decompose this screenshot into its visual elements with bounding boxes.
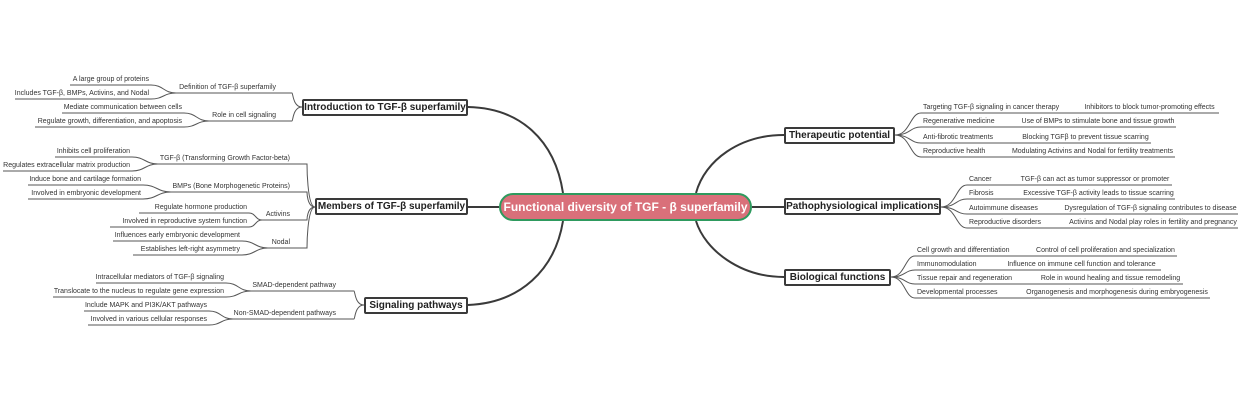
right-line-37	[940, 206, 1238, 229]
subtopic-line-6	[176, 92, 303, 108]
topic-introduction[interactable]: Introduction to TGF-β superfamily	[302, 99, 468, 116]
branch-line-0	[467, 106, 564, 194]
leaf-proliferation-control: Control of cell proliferation and specia…	[1036, 247, 1175, 254]
leaf-line-18	[55, 156, 159, 165]
right-line-33	[894, 134, 1175, 158]
topic-therapeutic-potential[interactable]: Therapeutic potential	[784, 127, 895, 144]
subtopic-definition[interactable]: Definition of TGF-β superfamily	[179, 84, 276, 91]
leaf-modulating-activins: Modulating Activins and Nodal for fertil…	[1011, 148, 1174, 155]
central-topic[interactable]: Functional diversity of TGF - β superfam…	[499, 193, 752, 221]
leaf-inhibits-proliferation: Inhibits cell proliferation	[56, 148, 130, 155]
leaf-intracellular-mediators: Intracellular mediators of TGF-β signali…	[95, 274, 224, 281]
leaf-blocking-tgfb: Blocking TGFβ to prevent tissue scarring	[1022, 134, 1149, 141]
leaf-embryonic-development: Involved in embryonic development	[31, 190, 141, 197]
leaf-early-embryonic: Influences early embryonic development	[114, 232, 240, 239]
subtopic-tissue-repair[interactable]: Tissue repair and regeneration	[917, 275, 1013, 282]
subtopic-bmps[interactable]: BMPs (Bone Morphogenetic Proteins)	[172, 183, 291, 190]
right-line-41	[890, 276, 1210, 299]
leaf-line-28	[84, 310, 234, 320]
leaf-line-26	[96, 282, 252, 292]
leaf-includes-members: Includes TGF-β, BMPs, Activins, and Noda…	[14, 90, 149, 97]
leaf-line-29	[88, 318, 234, 326]
leaf-dysregulation: Dysregulation of TGF-β signaling contrib…	[1064, 205, 1237, 212]
leaf-line-24	[113, 240, 269, 249]
leaf-use-bmps: Use of BMPs to stimulate bone and tissue…	[1021, 118, 1175, 125]
subtopic-line-8	[158, 163, 316, 208]
leaf-line-21	[28, 191, 172, 200]
leaf-extracellular-matrix: Regulates extracellular matrix productio…	[3, 162, 130, 169]
subtopic-anti-fibrotic[interactable]: Anti-fibrotic treatments	[923, 134, 994, 141]
subtopic-line-10	[262, 206, 316, 221]
subtopic-cancer[interactable]: Cancer	[969, 176, 992, 183]
subtopic-line-9	[171, 191, 316, 208]
subtopic-immunomodulation[interactable]: Immunomodulation	[917, 261, 977, 268]
subtopic-cancer-therapy[interactable]: Targeting TGF-β signaling in cancer ther…	[923, 104, 1060, 111]
subtopic-role-cell-signaling[interactable]: Role in cell signaling	[212, 112, 276, 119]
leaf-line-25	[133, 247, 269, 256]
leaf-immune-tolerance: Influence on immune cell function and to…	[1007, 261, 1156, 268]
topic-signaling-pathways[interactable]: Signaling pathways	[364, 297, 468, 314]
subtopic-autoimmune[interactable]: Autoimmune diseases	[969, 205, 1038, 212]
branch-line-3	[695, 134, 785, 194]
topic-pathophysiological-implications[interactable]: Pathophysiological implications	[784, 198, 941, 215]
branch-line-5	[695, 220, 785, 278]
leaf-translocate-nucleus: Translocate to the nucleus to regulate g…	[53, 288, 224, 295]
leaf-excessive-activity: Excessive TGF-β activity leads to tissue…	[1023, 190, 1174, 197]
leaf-line-23	[110, 219, 263, 228]
leaf-mapk-pi3k: Include MAPK and PI3K/AKT pathways	[84, 302, 207, 309]
subtopic-reproductive-health[interactable]: Reproductive health	[923, 148, 986, 155]
subtopic-fibrosis[interactable]: Fibrosis	[969, 190, 994, 197]
subtopic-line-11	[268, 206, 316, 249]
leaf-fertility-pregnancy: Activins and Nodal play roles in fertili…	[1069, 219, 1237, 226]
leaf-line-14	[70, 84, 177, 94]
subtopic-activins[interactable]: Activins	[265, 211, 290, 218]
subtopic-line-12	[251, 290, 365, 306]
leaf-line-20	[28, 184, 172, 193]
subtopic-regenerative-medicine[interactable]: Regenerative medicine	[923, 118, 995, 125]
subtopic-developmental[interactable]: Developmental processes	[917, 289, 998, 296]
leaf-regulate-growth: Regulate growth, differentiation, and ap…	[37, 118, 182, 125]
branch-line-2	[467, 220, 564, 306]
leaf-line-17	[35, 120, 210, 128]
leaf-line-15	[15, 92, 177, 100]
leaf-line-16	[62, 112, 210, 122]
leaf-wound-healing: Role in wound healing and tissue remodel…	[1040, 275, 1181, 282]
topic-biological-functions[interactable]: Biological functions	[784, 269, 891, 286]
leaf-reproductive-function: Involved in reproductive system function	[122, 218, 247, 225]
leaf-inhibitors: Inhibitors to block tumor-promoting effe…	[1084, 104, 1215, 111]
leaf-organogenesis: Organogenesis and morphogenesis during e…	[1026, 289, 1208, 296]
right-line-39	[890, 269, 1161, 278]
leaf-left-right-asymmetry: Establishes left-right asymmetry	[140, 246, 240, 253]
leaf-tumor-suppressor: TGF-β can act as tumor suppressor or pro…	[1020, 176, 1170, 183]
subtopic-tgf-beta[interactable]: TGF-β (Transforming Growth Factor-beta)	[159, 155, 290, 162]
leaf-cellular-responses: Involved in various cellular responses	[90, 316, 207, 323]
subtopic-cell-growth[interactable]: Cell growth and differentiation	[917, 247, 1010, 254]
topic-members[interactable]: Members of TGF-β superfamily	[315, 198, 468, 215]
leaf-hormone-production: Regulate hormone production	[154, 204, 247, 211]
right-line-35	[940, 198, 1175, 208]
right-line-31	[894, 126, 1176, 136]
subtopic-line-13	[233, 304, 365, 320]
leaf-bone-cartilage: Induce bone and cartilage formation	[29, 176, 141, 183]
leaf-large-group: A large group of proteins	[72, 76, 149, 83]
leaf-line-27	[53, 290, 252, 298]
subtopic-reproductive-disorders[interactable]: Reproductive disorders	[969, 219, 1041, 226]
leaf-mediate-communication: Mediate communication between cells	[63, 104, 182, 111]
subtopic-nodal[interactable]: Nodal	[271, 239, 290, 246]
leaf-line-19	[3, 163, 159, 172]
subtopic-smad-dependent[interactable]: SMAD-dependent pathway	[252, 282, 336, 289]
subtopic-line-7	[209, 106, 303, 122]
subtopic-non-smad[interactable]: Non-SMAD-dependent pathways	[233, 310, 336, 317]
